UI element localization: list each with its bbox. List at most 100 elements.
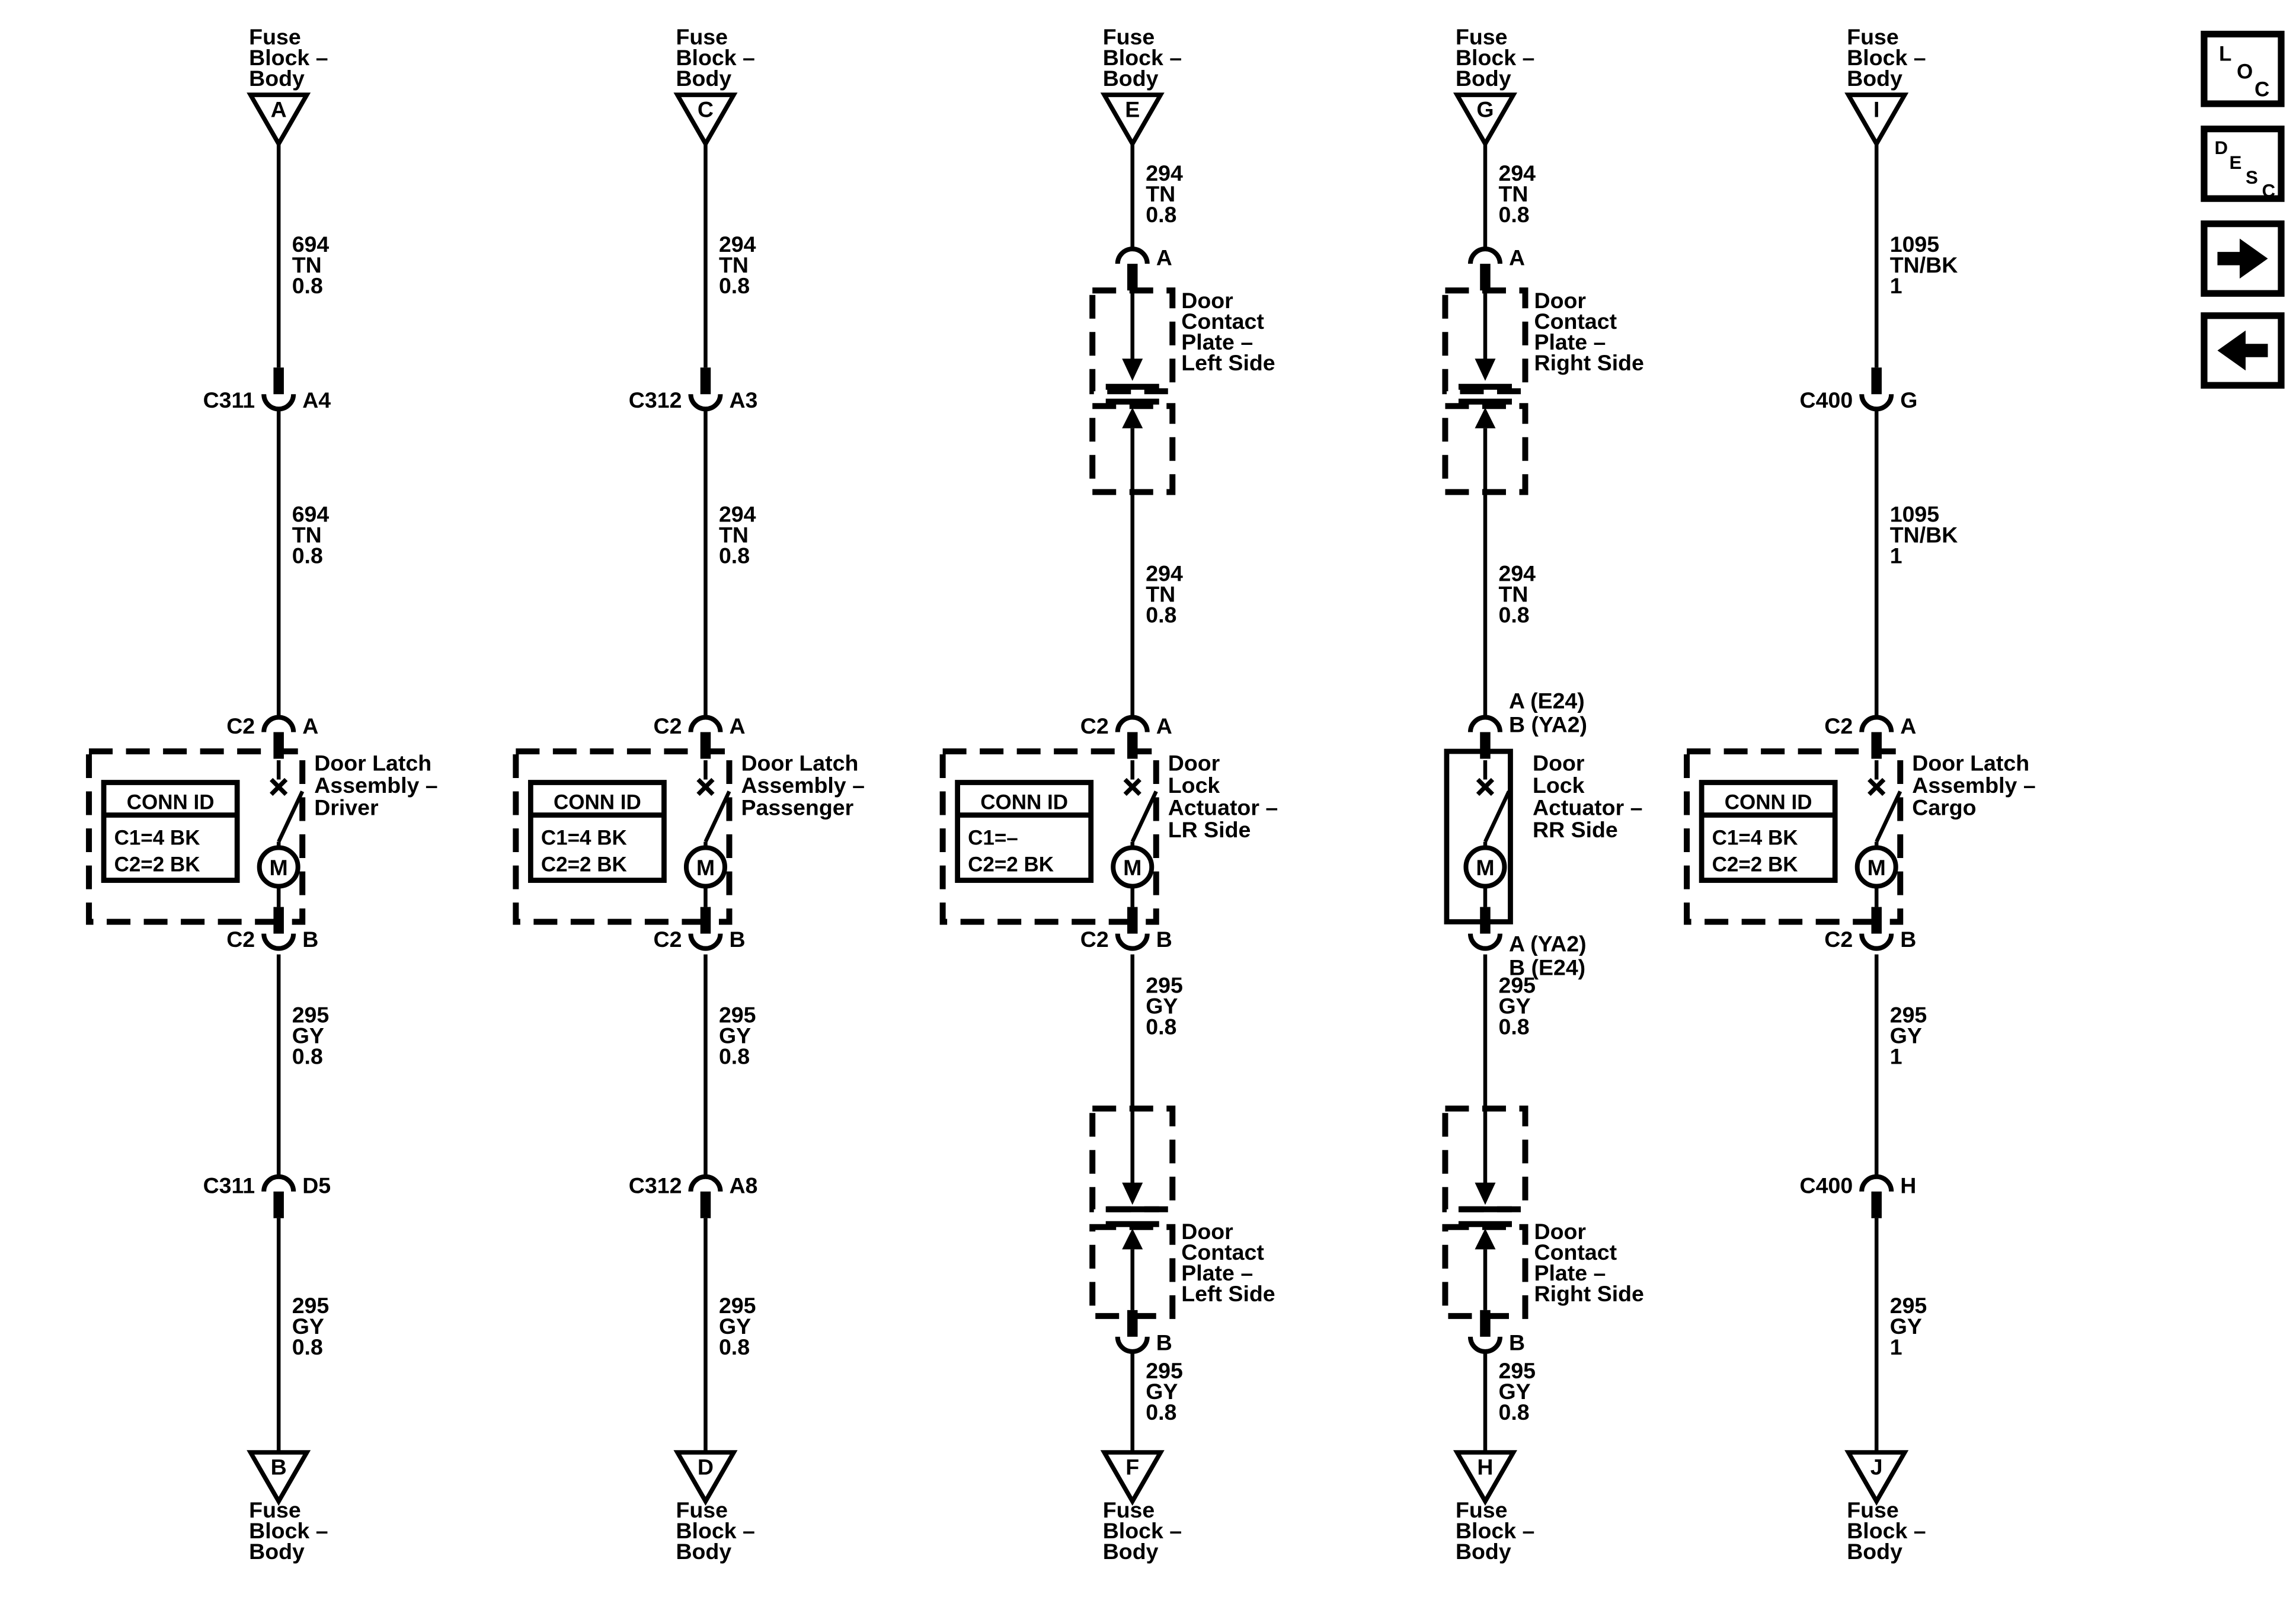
triangle-shape [1844,1450,1909,1506]
label: Block – [1456,45,1534,70]
label: Block – [676,1518,754,1543]
prev-page-button[interactable] [2201,312,2285,389]
label: Body [1847,66,1902,91]
inline-connector: A (E24)B (YA2) [1467,688,1587,759]
wire-label-line: GY [292,1023,324,1048]
wire-label-line: 0.8 [1146,1400,1176,1425]
motor-symbol: M [1854,845,1898,889]
label: Assembly – [314,773,437,798]
desc-button-frame[interactable] [2201,125,2285,202]
dashed-boundary [1442,287,1528,395]
label: Lock [1533,773,1585,798]
triangle-shape [673,92,738,149]
connector-arc [1467,933,1502,951]
label: Fuse [676,24,728,49]
connector-arc [1859,1174,1894,1192]
connector-terminal [1127,907,1138,934]
switch-symbol [696,760,731,848]
wire-label-line: GY [1146,994,1178,1019]
label: Block – [1456,1518,1534,1543]
label: Body [1847,1539,1902,1564]
switch-blade [277,790,305,843]
ref-letter: C [698,97,714,122]
conn-id-row: C1=4 BK [114,827,200,850]
label: Left Side [1181,1281,1275,1306]
switch-contact-x [1868,777,1886,796]
motor-letter: M [1123,855,1141,880]
triangle-shape [247,92,311,149]
wire-label-line: 295 [1498,973,1536,998]
fuse-block-ref-triangle: I [1844,92,1909,149]
conn-id-row: C1=– [968,827,1018,850]
wire-label-line: 294 [719,501,756,526]
ref-letter: F [1125,1454,1139,1479]
wire-label-line: TN [292,522,322,547]
fuse-block-ref-triangle: D [673,1450,738,1506]
loc-letter: O [2237,60,2253,84]
connector-pin-label: G [1900,388,1917,412]
wire-label-line: 1 [1890,543,1902,568]
connector-id-label: C2 [654,927,682,952]
loc-button[interactable]: LOC [2201,30,2285,107]
motor-symbol: M [683,845,727,889]
connector-pin-label: B [1156,927,1172,952]
label: Block – [249,1518,328,1543]
conn-id-row: C1=4 BK [541,827,627,850]
ref-letter: J [1870,1454,1883,1479]
connector-arc [261,393,296,412]
connector-terminal [1871,367,1882,395]
label: Body [249,66,305,91]
label: Block – [676,45,754,70]
wire-label-line: 694 [292,232,330,257]
next-page-button[interactable] [2201,220,2285,297]
label: Plate – [1181,1260,1253,1285]
ref-letter: H [1477,1454,1493,1479]
wire-label-line: 294 [1498,561,1536,585]
label: Contact [1534,309,1617,334]
connector-pin-label: A [1156,713,1172,738]
wire-label-line: 694 [292,501,330,526]
wire-label-line: 295 [292,1293,330,1318]
label: Fuse [1456,24,1508,49]
fuse-block-ref-triangle: J [1844,1450,1909,1506]
switch-blade [1875,790,1902,843]
label: Fuse [676,1497,728,1522]
wire-label-line: GY [1498,994,1530,1019]
component-box [1444,748,1513,924]
loc-letter: L [2219,43,2231,66]
wire-label-line: TN [1146,581,1175,606]
connector-id-label: C312 [629,388,682,412]
dashed-boundary [1684,748,1904,925]
connector-pin-label: B (E24) [1509,955,1585,980]
label: Right Side [1534,350,1644,375]
connector-pin-label: D5 [302,1173,331,1198]
label: Passenger [741,795,853,820]
arrow-right-icon [2217,238,2268,279]
connector-pin-label: A (YA2) [1509,932,1587,956]
connector-arc [1859,933,1894,951]
loc-button-frame[interactable] [2201,30,2285,107]
